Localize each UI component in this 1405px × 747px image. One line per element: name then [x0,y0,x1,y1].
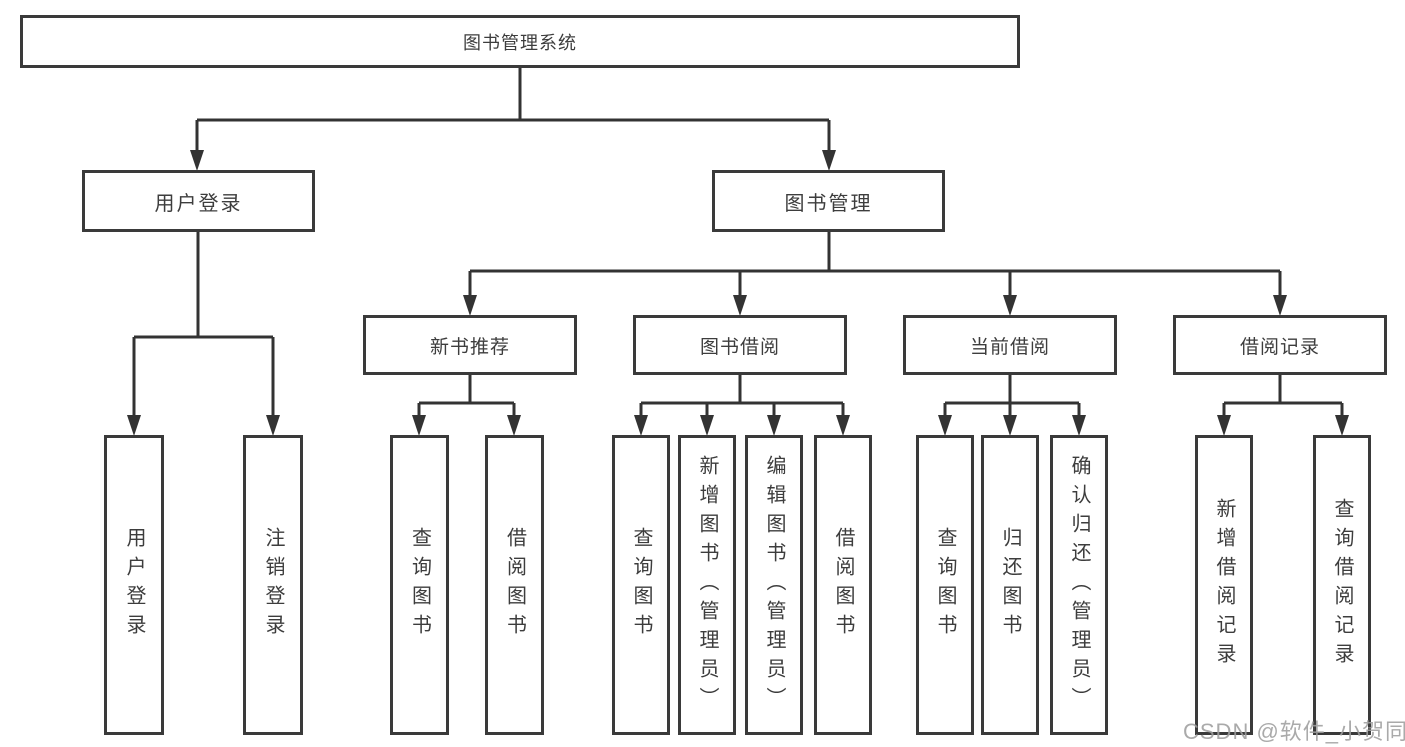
leaf-add-borrow-record: 新增借阅记录 [1195,435,1253,735]
arrowhead-leaf-ul-login [127,415,141,436]
node-borrow-record-label: 借阅记录 [1239,336,1320,358]
leaf-query-borrow-record: 查询借阅记录 [1313,435,1371,735]
arrowhead-leaf-nbr-query [412,415,426,436]
node-root-system-label: 图书管理系统 [463,32,577,53]
leaf-borrow-books-label: 借阅图书 [832,527,854,643]
connector-book-borrow-children [639,375,845,417]
connector-book-mgmt-children [468,232,1282,297]
leaf-add-books-admin-label: 新增图书（管理员） [696,454,718,716]
node-borrow-record: 借阅记录 [1173,315,1387,375]
node-book-borrow: 图书借阅 [633,315,847,375]
node-user-login-label: 用户登录 [154,192,243,215]
arrowhead-leaf-nbr-borrow [507,415,521,436]
leaf-newrec-borrow-books: 借阅图书 [485,435,544,735]
arrowhead-leaf-br-add [1217,415,1231,436]
leaf-user-login-label: 用户登录 [123,527,145,643]
leaf-logout: 注销登录 [243,435,303,735]
leaf-current-query-books-label: 查询图书 [934,527,956,643]
leaf-confirm-return-admin-label: 确认归还（管理员） [1068,454,1090,716]
arrowhead-user-login [190,150,204,171]
csdn-watermark: CSDN @软件_小贺同学 [1183,719,1405,744]
node-new-book-recommend: 新书推荐 [363,315,577,375]
arrowhead-leaf-bb-edit [767,415,781,436]
leaf-return-books: 归还图书 [981,435,1039,735]
leaf-add-borrow-record-label: 新增借阅记录 [1213,498,1235,672]
leaf-current-query-books: 查询图书 [916,435,974,735]
node-root-system: 图书管理系统 [20,15,1020,68]
leaf-borrow-query-books: 查询图书 [612,435,670,735]
connector-new-book-rec-children [417,375,516,417]
arrowhead-borrow-rec [1273,295,1287,316]
connector-cur-borrow-children [943,375,1081,417]
arrowhead-leaf-cb-confirm [1072,415,1086,436]
connector-user-login-children [132,232,275,417]
connector-borrow-rec-children [1222,375,1344,417]
arrowhead-leaf-br-query [1335,415,1349,436]
leaf-query-borrow-record-label: 查询借阅记录 [1331,498,1353,672]
leaf-user-login: 用户登录 [104,435,164,735]
arrowhead-leaf-cb-return [1003,415,1017,436]
arrowhead-book-mgmt [822,150,836,171]
arrowhead-new-book-rec [463,295,477,316]
node-new-book-recommend-label: 新书推荐 [429,336,510,358]
node-book-borrow-label: 图书借阅 [699,336,780,358]
arrowhead-cur-borrow [1003,295,1017,316]
node-book-management: 图书管理 [712,170,945,232]
leaf-edit-books-admin: 编辑图书（管理员） [745,435,803,735]
leaf-newrec-query-books-label: 查询图书 [408,527,431,643]
leaf-newrec-query-books: 查询图书 [390,435,449,735]
node-user-login: 用户登录 [82,170,315,232]
leaf-edit-books-admin-label: 编辑图书（管理员） [763,454,785,716]
node-book-management-label: 图书管理 [784,192,873,215]
arrowhead-leaf-cb-query [938,415,952,436]
arrowhead-leaf-bb-query [634,415,648,436]
leaf-add-books-admin: 新增图书（管理员） [678,435,736,735]
leaf-borrow-query-books-label: 查询图书 [630,527,652,643]
arrowhead-leaf-bb-add [700,415,714,436]
arrowhead-leaf-bb-borrow [836,415,850,436]
node-current-borrow: 当前借阅 [903,315,1117,375]
leaf-confirm-return-admin: 确认归还（管理员） [1050,435,1108,735]
arrowhead-book-borrow [733,295,747,316]
connector-root-to-level2 [195,68,831,152]
node-current-borrow-label: 当前借阅 [969,336,1050,358]
leaf-newrec-borrow-books-label: 借阅图书 [503,527,526,643]
leaf-logout-label: 注销登录 [262,527,284,643]
leaf-borrow-books: 借阅图书 [814,435,872,735]
arrowhead-leaf-ul-logout [266,415,280,436]
leaf-return-books-label: 归还图书 [999,527,1021,643]
